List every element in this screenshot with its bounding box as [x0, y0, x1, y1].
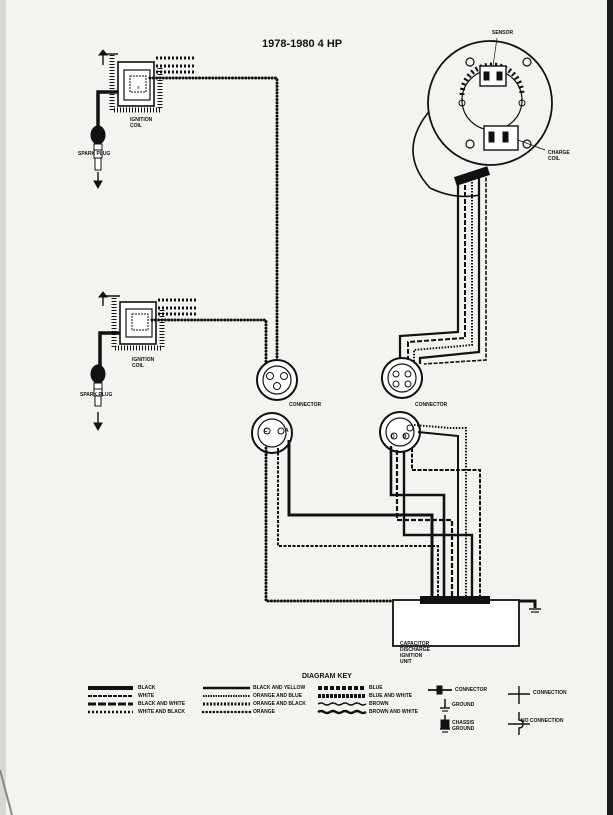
key-label: NO CONNECTION — [521, 718, 564, 724]
ignition-coil-bottom-label: IGNITION COIL — [132, 357, 155, 369]
key-label: WHITE — [138, 693, 155, 699]
cd-ignition-unit — [392, 596, 520, 647]
key-label: ORANGE AND BLUE — [253, 693, 302, 699]
diagram-key-title: DIAGRAM KEY — [302, 673, 352, 680]
key-label: BROWN AND WHITE — [369, 709, 418, 715]
page-edge-right — [607, 0, 613, 815]
connector-left — [251, 359, 298, 454]
key-label: ORANGE AND BLACK — [253, 701, 306, 707]
spark-plug-top — [90, 125, 106, 190]
terminal-b-label: B — [403, 434, 407, 440]
key-label: WHITE AND BLACK — [138, 709, 186, 715]
stator-assembly — [412, 37, 553, 198]
spark-plug-bottom-label: SPARK PLUG — [80, 392, 113, 398]
spark-plug-bottom — [90, 364, 106, 432]
ignition-coil-bottom — [97, 291, 268, 368]
cd-unit-label: CAPACITOR DISCHARGE IGNITION UNIT — [400, 641, 431, 665]
stator-harness — [398, 166, 491, 365]
spark-plug-top-label: SPARK PLUG — [78, 151, 111, 157]
ignition-coil-top-label: IGNITION COIL — [130, 117, 153, 129]
connector-left-label: CONNECTOR — [289, 402, 322, 408]
diagram-title: 1978-1980 4 HP — [262, 38, 343, 50]
key-label: GROUND — [452, 702, 475, 708]
key-label: BLUE AND WHITE — [369, 693, 413, 699]
key-label: BLACK — [138, 685, 156, 691]
key-label: CHASSIS GROUND — [452, 720, 475, 732]
key-label: BLACK AND YELLOW — [253, 685, 306, 691]
key-label: BLUE — [369, 685, 383, 691]
key-label: ORANGE — [253, 709, 275, 715]
scan-edge-mark — [0, 769, 13, 815]
terminal-a-label: A — [285, 428, 289, 434]
connector-right-label: CONNECTOR — [415, 402, 448, 408]
diagram-key-symbols — [88, 685, 530, 735]
connector-right — [379, 357, 423, 453]
main-harness — [264, 424, 541, 613]
key-label: CONNECTOR — [455, 687, 488, 693]
sensor-label: SENSOR — [492, 30, 514, 36]
charge-coil-label: CHARGE COIL — [548, 150, 570, 162]
page-edge — [0, 0, 6, 815]
terminal-c-label: C — [264, 428, 268, 434]
terminal-d-label: D — [391, 434, 395, 440]
key-label: BLACK AND WHITE — [138, 701, 186, 707]
key-label: CONNECTION — [533, 690, 567, 696]
svg-text:≡: ≡ — [137, 85, 140, 91]
key-label: BROWN — [369, 701, 389, 707]
ignition-coil-top: ≡ — [96, 49, 279, 367]
